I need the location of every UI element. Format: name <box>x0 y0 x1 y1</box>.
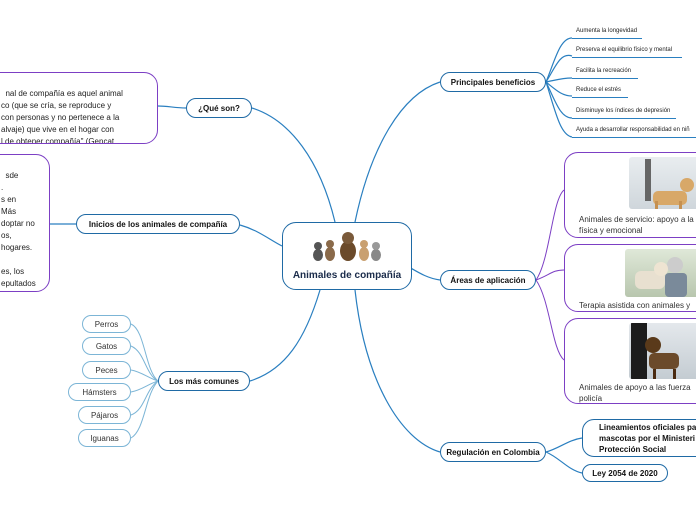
guide-dog-photo-icon <box>629 157 696 209</box>
comun-item-hamsters[interactable]: Hámsters <box>68 383 131 401</box>
beneficio-underline <box>572 118 676 119</box>
comun-item-gatos[interactable]: Gatos <box>82 337 131 355</box>
area-card-caption: Animales de servicio: apoyo a la física … <box>579 215 694 235</box>
therapy-dog-photo-icon <box>625 249 696 297</box>
comun-item-peces[interactable]: Peces <box>82 361 131 379</box>
branch-regulacion-label: Regulación en Colombia <box>446 447 540 457</box>
beneficio-underline <box>572 38 642 39</box>
inicios-text: sde . s en Más doptar no os, hogares. es… <box>1 171 36 288</box>
area-card-policia[interactable]: Animales de apoyo a las fuerza policía <box>564 318 696 404</box>
branch-areas[interactable]: Áreas de aplicación <box>440 270 536 290</box>
area-card-caption: Animales de apoyo a las fuerza policía <box>579 383 691 403</box>
beneficio-item[interactable]: Preserva el equilibrio físico y mental <box>576 47 673 53</box>
beneficio-item[interactable]: Reduce el estrés <box>576 87 622 93</box>
regulacion-item-lineamientos[interactable]: Lineamientos oficiales par mascotas por … <box>582 419 696 457</box>
beneficio-underline <box>572 57 682 58</box>
pets-group-icon <box>313 232 381 261</box>
beneficio-underline <box>572 137 696 138</box>
area-card-terapia[interactable]: Terapia asistida con animales y <box>564 244 696 312</box>
beneficio-item[interactable]: Ayuda a desarrollar responsabilidad en n… <box>576 127 690 133</box>
branch-regulacion[interactable]: Regulación en Colombia <box>440 442 546 462</box>
que-son-text: nal de compañía es aquel animal co (que … <box>1 89 123 144</box>
branch-comunes[interactable]: Los más comunes <box>158 371 250 391</box>
comun-item-pajaros[interactable]: Pájaros <box>78 406 131 424</box>
regulacion-item-ley[interactable]: Ley 2054 de 2020 <box>582 464 668 482</box>
branch-comunes-label: Los más comunes <box>169 376 239 386</box>
branch-beneficios-label: Principales beneficios <box>450 77 536 87</box>
beneficio-underline <box>572 78 638 79</box>
comun-item-iguanas[interactable]: Iguanas <box>78 429 131 447</box>
que-son-textbox[interactable]: nal de compañía es aquel animal co (que … <box>0 72 158 144</box>
area-card-servicio[interactable]: Animales de servicio: apoyo a la física … <box>564 152 696 238</box>
area-card-caption: Terapia asistida con animales y <box>579 301 691 310</box>
police-dog-photo-icon <box>629 323 696 379</box>
beneficio-item[interactable]: Aumenta la longevidad <box>576 28 638 34</box>
comun-item-perros[interactable]: Perros <box>82 315 131 333</box>
branch-que-son[interactable]: ¿Qué son? <box>186 98 252 118</box>
inicios-textbox[interactable]: sde . s en Más doptar no os, hogares. es… <box>0 154 50 292</box>
branch-areas-label: Áreas de aplicación <box>450 275 526 285</box>
branch-inicios-label: Inicios de los animales de compañía <box>88 219 228 229</box>
beneficio-item[interactable]: Facilita la recreación <box>576 68 632 74</box>
beneficio-underline <box>572 97 628 98</box>
branch-que-son-label: ¿Qué son? <box>198 103 240 113</box>
central-title: Animales de compañía <box>292 270 402 281</box>
central-node[interactable]: Animales de compañía <box>282 222 412 290</box>
beneficio-item[interactable]: Disminuye los índices de depresión <box>576 108 671 114</box>
branch-beneficios[interactable]: Principales beneficios <box>440 72 546 92</box>
branch-inicios[interactable]: Inicios de los animales de compañía <box>76 214 240 234</box>
